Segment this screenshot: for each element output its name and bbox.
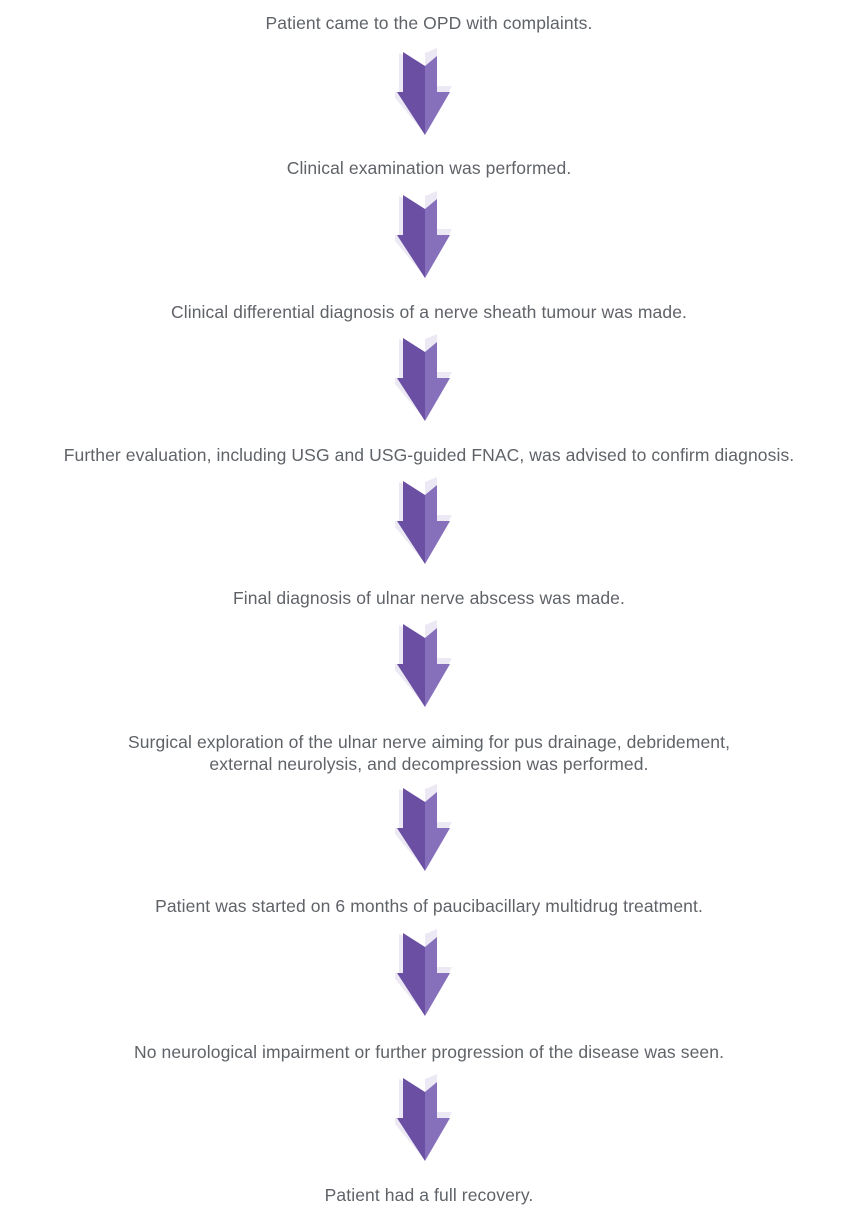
- arrow-right-half: [425, 792, 450, 871]
- down-arrow-icon: [395, 620, 452, 707]
- arrow-left-half: [397, 1078, 425, 1161]
- arrow-right-half: [425, 342, 450, 421]
- flow-step-4: Further evaluation, including USG and US…: [63, 445, 795, 465]
- arrow-left-half: [397, 788, 425, 871]
- flow-step-8: No neurological impairment or further pr…: [133, 1042, 725, 1062]
- arrow-left-half: [397, 933, 425, 1016]
- arrow-left-half: [397, 481, 425, 564]
- down-arrow-icon: [395, 48, 452, 135]
- arrow-right-half: [425, 199, 450, 278]
- arrow-left-half: [397, 338, 425, 421]
- flow-step-6-line-2: external neurolysis, and decompression w…: [209, 754, 649, 774]
- down-arrow-icon: [395, 1074, 452, 1161]
- flow-step-6-line-1: Surgical exploration of the ulnar nerve …: [127, 732, 731, 752]
- arrow-right-half: [425, 1082, 450, 1161]
- arrow-right-half: [425, 628, 450, 707]
- flow-step-6: Surgical exploration of the ulnar nerve …: [0, 731, 858, 775]
- flow-step-2: Clinical examination was performed.: [286, 158, 572, 178]
- down-arrow-icon: [395, 784, 452, 871]
- arrow-left-half: [397, 52, 425, 135]
- arrow-right-half: [425, 485, 450, 564]
- flow-step-9: Patient had a full recovery.: [324, 1185, 534, 1205]
- flow-step-7: Patient was started on 6 months of pauci…: [155, 896, 703, 916]
- flow-step-1: Patient came to the OPD with complaints.: [265, 13, 593, 33]
- arrow-left-half: [397, 624, 425, 707]
- down-arrow-icon: [395, 477, 452, 564]
- flow-step-3: Clinical differential diagnosis of a ner…: [171, 302, 687, 322]
- down-arrow-icon: [395, 334, 452, 421]
- arrow-right-half: [425, 56, 450, 135]
- arrow-left-half: [397, 195, 425, 278]
- down-arrow-icon: [395, 929, 452, 1016]
- arrow-right-half: [425, 937, 450, 1016]
- flow-step-5: Final diagnosis of ulnar nerve abscess w…: [233, 588, 625, 608]
- down-arrow-icon: [395, 191, 452, 278]
